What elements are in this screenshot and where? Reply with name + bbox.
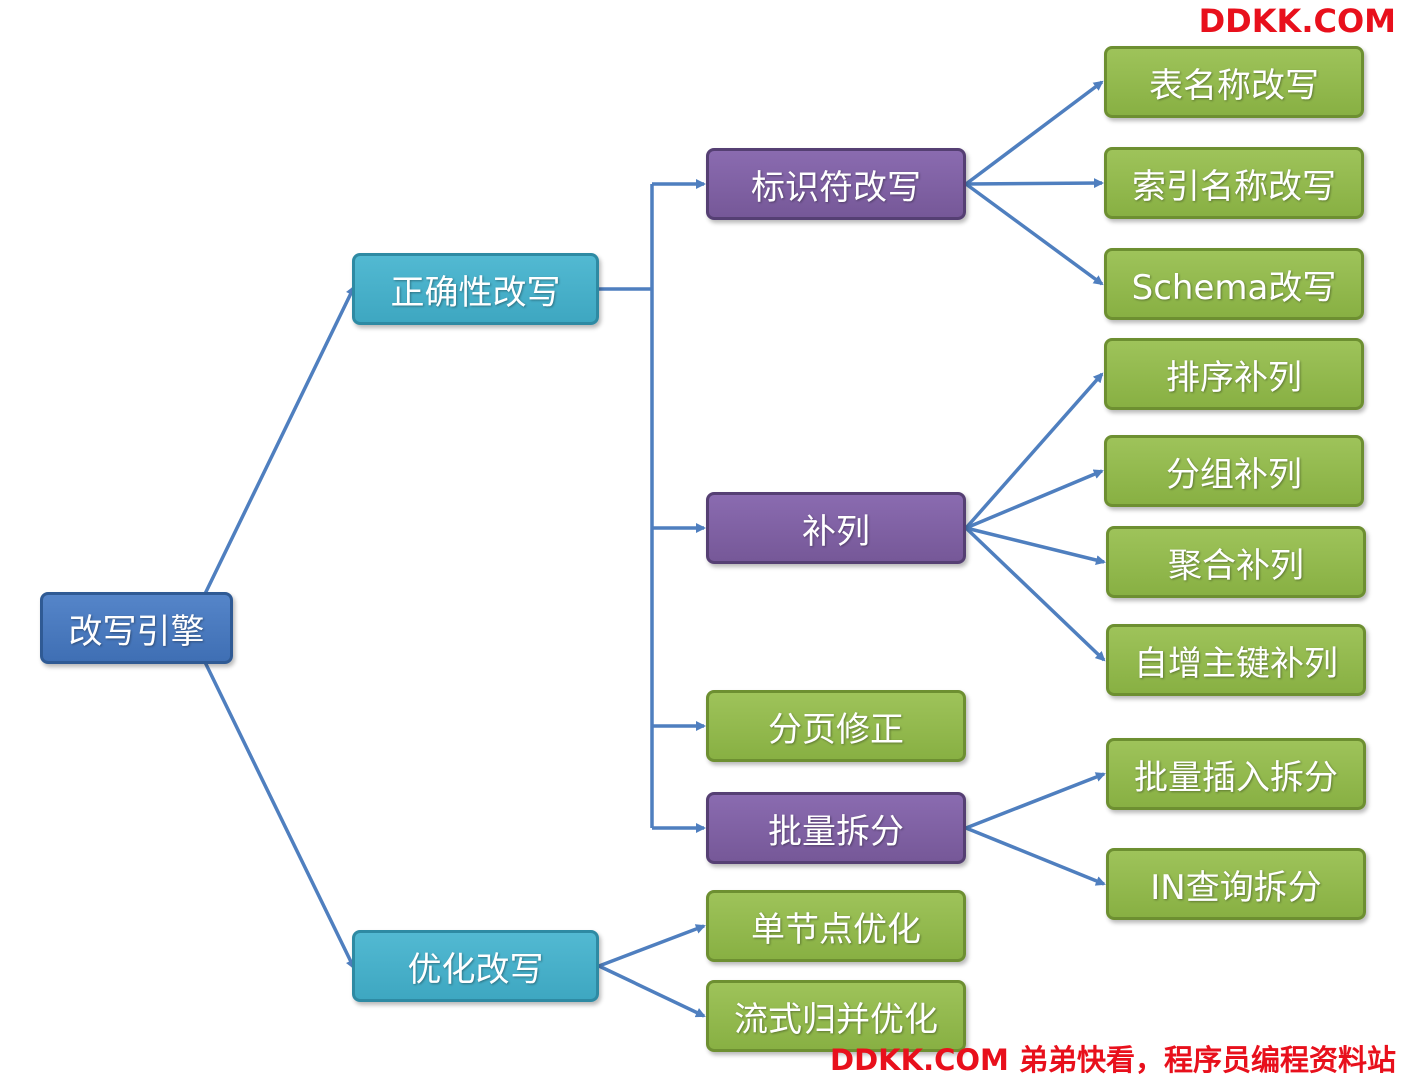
edge-optimization-child	[598, 964, 706, 1018]
edge-fill-column-child	[965, 469, 1104, 530]
edge-optimization-child	[598, 924, 706, 968]
node-correctness-rewrite: 正确性改写	[352, 253, 599, 325]
node-table-name-rewrite: 表名称改写	[1104, 46, 1364, 118]
node-group-fill-column: 分组补列	[1104, 435, 1364, 507]
node-optimization-rewrite: 优化改写	[352, 930, 599, 1002]
node-batch-split: 批量拆分	[706, 792, 966, 864]
node-batch-insert-split: 批量插入拆分	[1106, 738, 1366, 810]
edge-root-correctness	[201, 285, 356, 599]
edge-batch-split-child	[965, 826, 1106, 886]
node-index-name-rewrite: 索引名称改写	[1104, 147, 1364, 219]
edge-fill-column-child	[964, 372, 1104, 530]
edge-batch-split-child	[965, 772, 1106, 830]
node-pagination-fix: 分页修正	[706, 690, 966, 762]
edge-identifier-child	[964, 80, 1104, 186]
watermark-top: DDKK.COM	[1198, 2, 1396, 40]
edge-identifier-child	[964, 182, 1104, 286]
node-aggregate-fill-column: 聚合补列	[1106, 526, 1366, 598]
node-single-node-optimization: 单节点优化	[706, 890, 966, 962]
edge-fill-column-child	[964, 526, 1106, 662]
edge-root-optimization	[201, 657, 356, 970]
node-stream-merge-optimization: 流式归并优化	[706, 980, 966, 1052]
node-rewrite-engine: 改写引擎	[40, 592, 233, 664]
node-identifier-rewrite: 标识符改写	[706, 148, 966, 220]
edge-identifier-child	[965, 178, 1104, 189]
node-fill-column: 补列	[706, 492, 966, 564]
node-sort-fill-column: 排序补列	[1104, 338, 1364, 410]
watermark-bottom: DDKK.COM 弟弟快看，程序员编程资料站	[830, 1043, 1396, 1077]
node-in-query-split: IN查询拆分	[1106, 848, 1366, 920]
node-auto-increment-key-fill-column: 自增主键补列	[1106, 624, 1366, 696]
node-schema-rewrite: Schema改写	[1104, 248, 1364, 320]
edge-fill-column-child	[965, 526, 1106, 565]
